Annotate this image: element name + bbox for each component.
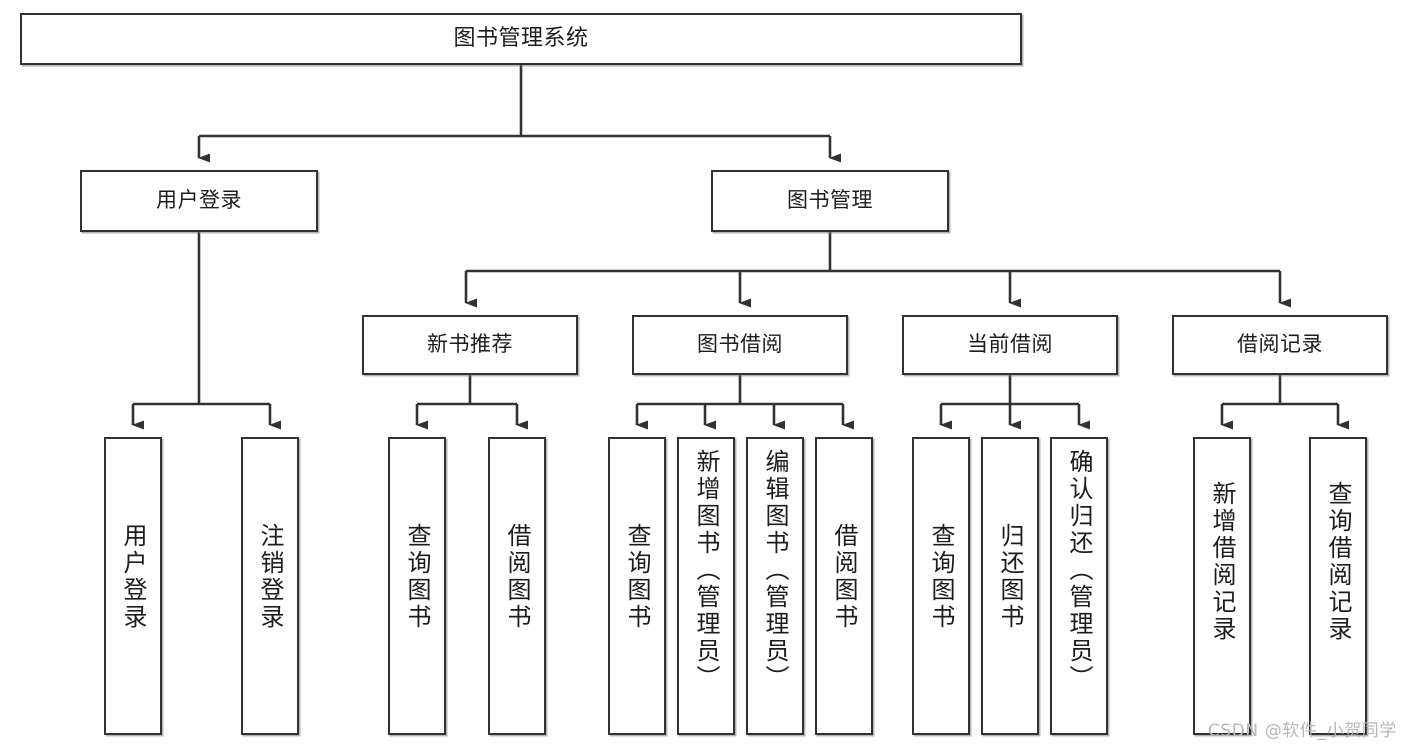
leaf-current-borrow-confirm-return-admin[interactable]: 确认归还（管理员） xyxy=(1050,437,1108,735)
node-label: 用户登录 xyxy=(119,523,147,631)
node-label: 注销登录 xyxy=(256,523,284,631)
node-book-management[interactable]: 图书管理 xyxy=(711,170,949,232)
leaf-current-borrow-query-book[interactable]: 查询图书 xyxy=(912,437,970,735)
leaf-book-borrow-query-book[interactable]: 查询图书 xyxy=(608,437,666,735)
node-label: 用户登录 xyxy=(156,188,242,213)
node-label: 借阅记录 xyxy=(1237,332,1323,357)
node-book-borrow[interactable]: 图书借阅 xyxy=(632,315,848,375)
leaf-new-book-query-book[interactable]: 查询图书 xyxy=(388,437,446,735)
node-label: 新书推荐 xyxy=(427,332,513,357)
node-label: 图书管理系统 xyxy=(453,25,589,51)
node-label: 图书管理 xyxy=(787,188,873,213)
node-label: 归还图书 xyxy=(996,523,1024,631)
node-new-book-recommend[interactable]: 新书推荐 xyxy=(362,315,578,375)
node-root-book-management-system[interactable]: 图书管理系统 xyxy=(20,13,1022,65)
node-label: 借阅图书 xyxy=(503,523,531,631)
leaf-book-borrow-edit-book-admin[interactable]: 编辑图书（管理员） xyxy=(746,437,804,735)
leaf-borrow-record-add-record[interactable]: 新增借阅记录 xyxy=(1193,437,1251,735)
node-borrow-record[interactable]: 借阅记录 xyxy=(1172,315,1388,375)
leaf-book-borrow-add-book-admin[interactable]: 新增图书（管理员） xyxy=(677,437,735,735)
csdn-watermark: CSDN @软件_小贺同学 xyxy=(1207,721,1397,741)
leaf-book-borrow-borrow-book[interactable]: 借阅图书 xyxy=(815,437,873,735)
leaf-user-login-login[interactable]: 用户登录 xyxy=(104,437,162,735)
node-label: 查询图书 xyxy=(403,523,431,631)
node-user-login[interactable]: 用户登录 xyxy=(80,170,318,232)
leaf-user-login-logout[interactable]: 注销登录 xyxy=(241,437,299,735)
node-label: 查询借阅记录 xyxy=(1324,481,1352,643)
leaf-current-borrow-return-book[interactable]: 归还图书 xyxy=(981,437,1039,735)
node-label: 查询图书 xyxy=(927,523,955,631)
node-label: 借阅图书 xyxy=(830,523,858,631)
node-label: 编辑图书（管理员） xyxy=(761,449,789,692)
node-label: 确认归还（管理员） xyxy=(1065,449,1093,692)
node-label: 新增图书（管理员） xyxy=(692,449,720,692)
leaf-borrow-record-query-record[interactable]: 查询借阅记录 xyxy=(1309,437,1367,735)
leaf-new-book-borrow-book[interactable]: 借阅图书 xyxy=(488,437,546,735)
node-label: 新增借阅记录 xyxy=(1208,481,1236,643)
node-label: 当前借阅 xyxy=(967,332,1053,357)
node-label: 图书借阅 xyxy=(697,332,783,357)
node-label: 查询图书 xyxy=(623,523,651,631)
node-current-borrow[interactable]: 当前借阅 xyxy=(902,315,1118,375)
